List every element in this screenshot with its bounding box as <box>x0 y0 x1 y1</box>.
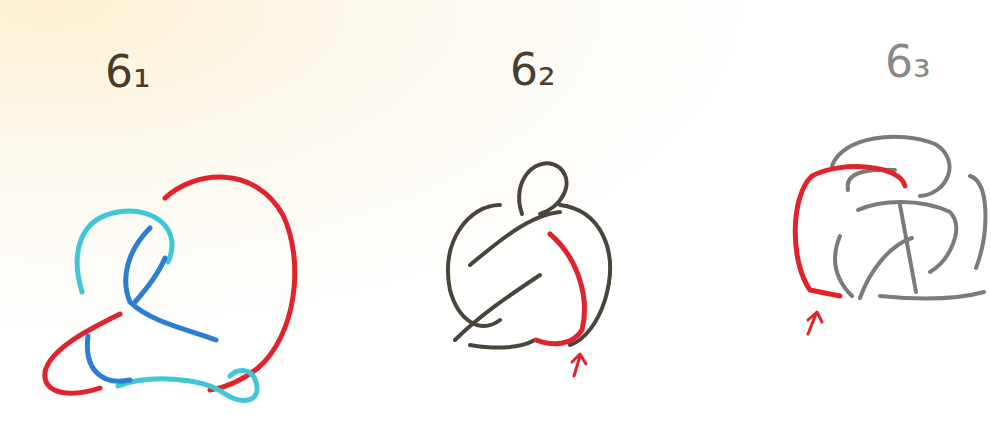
knot-6-1 <box>45 177 295 400</box>
knot-strand <box>536 234 584 344</box>
knot-strand <box>118 371 257 401</box>
knot-strand <box>126 228 216 340</box>
knot-6-3 <box>795 137 985 334</box>
knot-strand <box>900 205 916 292</box>
knot-strand <box>860 238 912 298</box>
pointer-arrow <box>808 312 822 334</box>
knot-strand <box>880 292 984 299</box>
knot-name: 6₂ <box>510 48 556 92</box>
knot-strand <box>87 336 130 381</box>
knot-strand <box>970 176 985 268</box>
knot-strand <box>470 340 535 348</box>
knot-strand <box>835 236 852 296</box>
knot-strand <box>455 275 540 340</box>
pointer-arrow <box>572 354 586 376</box>
knot-strand <box>165 177 295 390</box>
knot-strand <box>795 167 905 296</box>
knot-name: 6₁ <box>105 50 151 94</box>
knot-name: 6₃ <box>885 40 931 84</box>
knot-strand <box>470 212 560 265</box>
knot-6-2 <box>448 163 610 376</box>
knot-strand <box>858 202 956 272</box>
knot-strand <box>135 258 165 302</box>
